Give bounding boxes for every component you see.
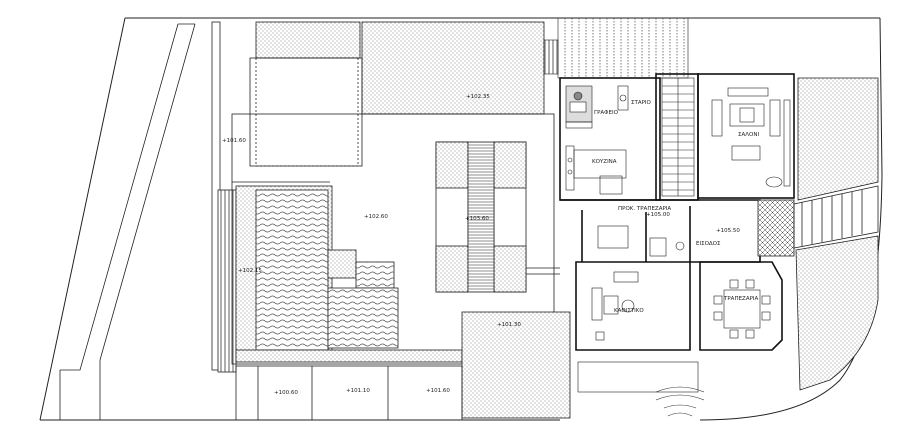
garden-right [757, 77, 879, 391]
elevation-labels: +101.60 +102.35 +102.60 +102.15 +103.60 … [222, 94, 740, 396]
room-dining: ΤΡΑΠΕΖΑΡΙΑ [723, 296, 759, 302]
living-furniture [711, 87, 791, 188]
room-labels: ΓΡΑΦΕΙΟ ΣΤΑΡΙΟ ΚΟΥΖΙΝΑ ΣΑΛΟΝΙ ΠΡΟΚ. ΤΡΑΠ… [592, 100, 759, 314]
house-walls [559, 73, 795, 351]
room-living: ΣΑΛΟΝΙ [738, 132, 759, 138]
elev-102-60: +102.60 [364, 214, 388, 220]
driveway [59, 23, 196, 420]
office-furniture [565, 85, 629, 129]
elev-101-60-left: +101.60 [222, 138, 246, 144]
elev-103-60: +103.60 [465, 216, 489, 222]
pool [235, 185, 463, 363]
elev-101-60-b: +101.60 [426, 388, 450, 394]
elev-105-00: +105.00 [646, 212, 670, 218]
room-prok: ΠΡΟΚ. ΤΡΑΠΕΖΑΡΙΑ [618, 206, 671, 212]
dining-table [713, 279, 771, 339]
elev-101-30: +101.30 [497, 322, 521, 328]
north-stairs [543, 17, 689, 79]
elev-105-50: +105.50 [716, 228, 740, 234]
site-boundary [39, 17, 883, 421]
garden-upper [249, 21, 545, 167]
room-wc: ΣΤΑΡΙΟ [631, 100, 652, 106]
stair-core [661, 77, 695, 197]
room-kitchen: ΚΟΥΖΙΝΑ [592, 159, 617, 165]
main-terrace [231, 113, 555, 365]
elev-101-10-b: +101.10 [346, 388, 370, 394]
kitchen-furniture [565, 145, 627, 195]
room-entrance: ΕΙΣΟΔΟΣ [696, 241, 721, 247]
elev-102-35-top: +102.35 [466, 94, 490, 100]
garden-lower [235, 311, 571, 421]
south-steps [577, 361, 705, 417]
planters [435, 141, 560, 293]
elev-100-60-b: +100.60 [274, 390, 298, 396]
family-furniture [591, 225, 685, 341]
elev-102-15: +102.15 [238, 268, 262, 274]
room-office: ΓΡΑΦΕΙΟ [594, 110, 619, 116]
room-family: ΚΑΘΙΣΤΙΚΟ [614, 308, 644, 314]
